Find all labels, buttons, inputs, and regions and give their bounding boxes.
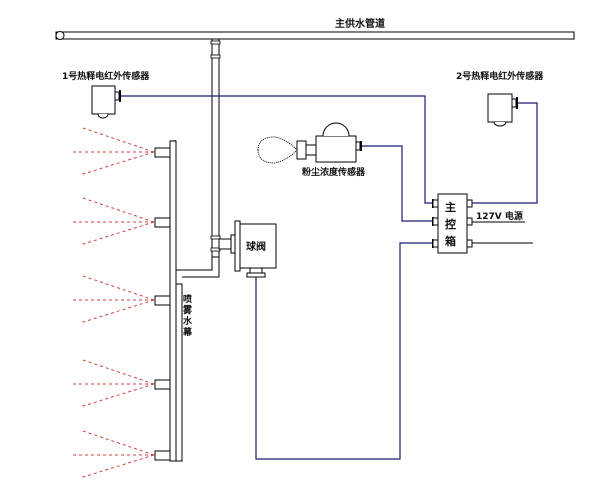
spray-bar (169, 140, 183, 462)
wire-dust-controller (362, 145, 432, 222)
ball-valve[interactable] (218, 220, 277, 278)
spray-line (79, 196, 155, 223)
main-control-box[interactable] (432, 193, 473, 254)
svg-text:喷: 喷 (183, 293, 192, 305)
pir-sensor-2[interactable] (487, 93, 518, 127)
sensor-2-label: 2号热释电红外传感器 (456, 70, 544, 82)
spray-line (79, 358, 155, 385)
spray-line (79, 454, 155, 479)
pir-sensor-1[interactable] (91, 85, 121, 119)
valve-label: 球阀 (246, 240, 266, 253)
sensor-1-label: 1号热释电红外传感器 (62, 70, 150, 82)
power-label: 127V 电源 (476, 210, 523, 222)
dust-sensor-label: 粉尘浓度传感器 (302, 166, 366, 178)
nozzles (73, 126, 171, 479)
wire-valve-controller (255, 242, 432, 460)
spray-line (79, 429, 155, 456)
svg-text:水: 水 (183, 315, 193, 327)
svg-text:幕: 幕 (182, 326, 193, 338)
nozzle (73, 358, 171, 408)
spray-line (79, 383, 155, 408)
svg-text:控: 控 (445, 217, 456, 231)
svg-text:雾: 雾 (182, 304, 193, 316)
spray-line (79, 151, 155, 176)
nozzle (73, 196, 171, 246)
spray-line (79, 126, 155, 153)
dust-concentration-sensor[interactable] (257, 122, 362, 164)
water-curtain-label: 喷 雾 水 幕 (182, 293, 193, 338)
main-water-pipe (55, 31, 575, 40)
spray-line (79, 274, 155, 301)
nozzle (73, 429, 171, 479)
wire-sensor2-controller (472, 102, 538, 204)
main-pipe-label: 主供水管道 (335, 17, 385, 30)
controller-label: 主 控 箱 (445, 200, 456, 248)
spray-line (79, 221, 155, 246)
spray-line (79, 299, 155, 324)
wire-sensor1-controller (121, 95, 432, 204)
svg-text:箱: 箱 (445, 234, 456, 248)
nozzle (73, 126, 171, 176)
svg-text:主: 主 (445, 200, 456, 214)
nozzle (73, 274, 171, 324)
feed-pipe (174, 38, 221, 278)
